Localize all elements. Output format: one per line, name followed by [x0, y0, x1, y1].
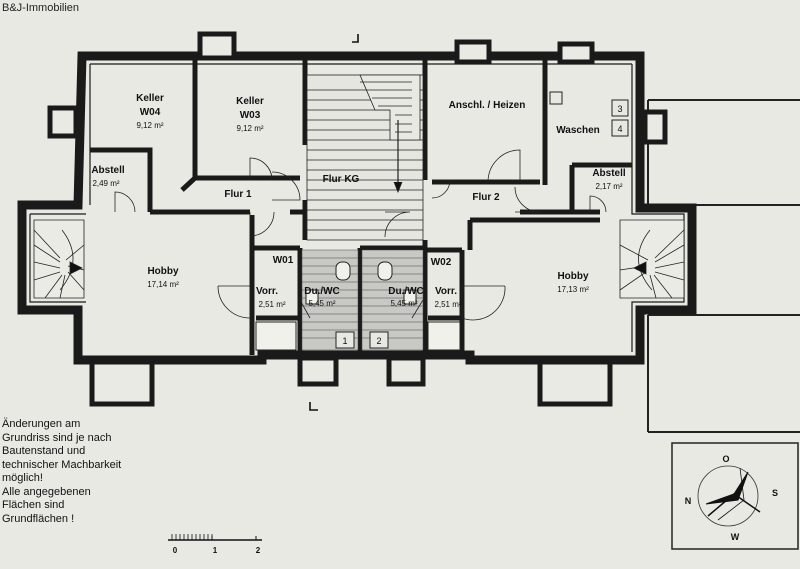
exterior-walls: [17, 51, 697, 365]
room-duwc-right-name: Du./WC: [388, 286, 424, 297]
room-flurkg-name: Flur KG: [323, 174, 360, 185]
room-flur1-name: Flur 1: [224, 189, 252, 200]
note-line: Bautenstand und: [2, 445, 86, 457]
room-vorr-right-name: Vorr.: [435, 286, 457, 297]
appliance-4: [611, 119, 629, 137]
room-vorr-right-area: 2,51 m²: [434, 300, 461, 309]
room-keller-w04-name: Keller: [136, 93, 164, 104]
compass-letter-s: S: [772, 488, 778, 498]
sanitary-fixtures: [255, 261, 461, 351]
compass-letter-o: O: [722, 454, 729, 464]
note-line: Änderungen am: [2, 418, 81, 430]
appliance-labels: 1 2 3 4: [342, 104, 622, 346]
appliance-2-label: 2: [376, 336, 381, 346]
compass-letter-n: N: [685, 496, 692, 506]
room-vorr-left-area: 2,51 m²: [258, 300, 285, 309]
scale-bar: 0 1 2: [168, 534, 262, 555]
note-line: Grundflächen !: [2, 512, 75, 525]
section-markers: [309, 34, 359, 411]
room-hobby-right-area: 17,13 m²: [557, 285, 589, 294]
room-labels: Keller W04 9,12 m² Keller W03 9,12 m² An…: [91, 93, 626, 309]
appliance-4-label: 4: [617, 124, 622, 134]
room-waschen-name: Waschen: [556, 125, 600, 136]
appliances: [335, 91, 629, 349]
room-hobby-left-area: 17,14 m²: [147, 280, 179, 289]
room-hobby-right-name: Hobby: [557, 271, 589, 282]
room-flur2-name: Flur 2: [472, 192, 500, 203]
room-keller-w04-code: W04: [140, 107, 161, 118]
note-line: Grundriss sind je nach: [2, 431, 112, 444]
scale-tick-0: 0: [173, 546, 178, 555]
appliance-1: [335, 331, 355, 349]
note-line: Flächen sind: [2, 499, 65, 511]
room-abstell-left-area: 2,49 m²: [92, 179, 119, 188]
room-w01-name: W01: [273, 255, 294, 266]
scale-tick-1: 1: [213, 546, 218, 555]
note-line: Alle angegebenen: [2, 485, 91, 498]
window-wells: [47, 31, 668, 407]
room-hobby-left-name: Hobby: [147, 266, 179, 277]
compass-needle-icon: [717, 467, 745, 521]
room-anschl-name: Anschl. / Heizen: [449, 100, 526, 111]
spiral-stair-left: [33, 219, 85, 299]
appliance-1-label: 1: [342, 336, 347, 346]
room-keller-w03-area: 9,12 m²: [236, 124, 263, 133]
room-abstell-right-name: Abstell: [592, 168, 626, 179]
disclaimer-note: Änderungen am Grundriss sind je nach Bau…: [2, 418, 182, 526]
room-keller-w03-name: Keller: [236, 96, 264, 107]
appliance-3-label: 3: [617, 104, 622, 114]
staircase-flur-kg: [306, 74, 424, 241]
compass-letter-w: W: [731, 532, 740, 542]
room-keller-w03-code: W03: [240, 110, 261, 121]
room-w02-name: W02: [431, 257, 452, 268]
room-vorr-left-name: Vorr.: [256, 286, 278, 297]
room-keller-w04-area: 9,12 m²: [136, 121, 163, 130]
spiral-stair-right: [619, 219, 685, 299]
room-duwc-right-area: 5,45 m²: [390, 299, 417, 308]
door-swings: [114, 149, 607, 321]
appliance-3: [611, 99, 629, 117]
room-abstell-left-name: Abstell: [91, 165, 125, 176]
compass: N O S W: [671, 442, 799, 550]
note-line: technischer Machbarkeit: [2, 458, 122, 471]
appliance-2: [369, 331, 389, 349]
room-abstell-right-area: 2,17 m²: [595, 182, 622, 191]
room-duwc-left-area: 5,45 m²: [308, 299, 335, 308]
room-duwc-left-name: Du./WC: [304, 286, 340, 297]
note-line: möglich!: [2, 472, 43, 484]
watermark-text: B&J-Immobilien: [2, 2, 80, 14]
scale-tick-2: 2: [256, 546, 261, 555]
